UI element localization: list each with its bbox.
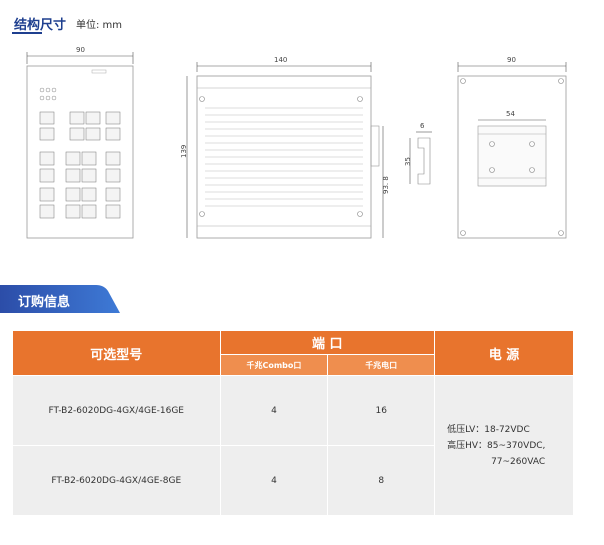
rj45-cell: 16 [327, 375, 436, 446]
dimension-drawings: 90 140 13 [26, 46, 567, 239]
combo-cell: 4 [219, 375, 329, 446]
model-cell: FT-B2-6020DG-4GX/4GE-16GE [12, 375, 221, 446]
section-title-dimensions: 结构尺寸 [14, 18, 67, 33]
rail-width-label: 6 [420, 122, 425, 130]
table-row: FT-B2-6020DG-4GX/4GE-16GE 4 16 低压LV：18-7… [12, 375, 574, 516]
front-width-label: 90 [76, 46, 85, 54]
side-view-drawing: 140 139 93. 8 6 35 [180, 56, 432, 239]
header-ports: 端 口 [219, 330, 436, 355]
power-lv: 低压LV：18-72VDC [447, 424, 530, 435]
order-title-banner [0, 285, 120, 313]
title-underline [12, 32, 42, 34]
combo-cell: 4 [219, 445, 329, 516]
power-hv-ac: 77~260VAC [491, 456, 546, 467]
header-power: 电 源 [434, 330, 574, 376]
rail-height-label: 35 [404, 157, 412, 166]
header-rj45: 千兆电口 [327, 354, 436, 376]
side-depth-label: 93. 8 [382, 176, 390, 194]
side-height-label: 139 [180, 145, 188, 158]
unit-label: 单位: mm [76, 20, 123, 31]
back-width-label: 90 [507, 56, 516, 64]
header-combo: 千兆Combo口 [219, 354, 329, 376]
model-cell: FT-B2-6020DG-4GX/4GE-8GE [12, 445, 221, 516]
front-view-drawing: 90 [26, 46, 134, 239]
power-cell: 低压LV：18-72VDC 高压HV：85~370VDC, 77~260VAC [434, 375, 574, 516]
power-hv: 高压HV：85~370VDC, [447, 440, 546, 451]
order-spec-table: 可选型号 端 口 电 源 千兆Combo口 千兆电口 FT-B2-6020DG-… [12, 330, 574, 516]
side-width-label: 140 [274, 56, 287, 64]
back-view-drawing: 90 54 [457, 56, 567, 239]
back-rail-label: 54 [506, 110, 515, 118]
header-model: 可选型号 [12, 330, 221, 376]
table-row: FT-B2-6020DG-4GX/4GE-8GE 4 8 [12, 445, 574, 516]
rj45-cell: 8 [327, 445, 436, 516]
section-title-order: 订购信息 [18, 295, 71, 310]
